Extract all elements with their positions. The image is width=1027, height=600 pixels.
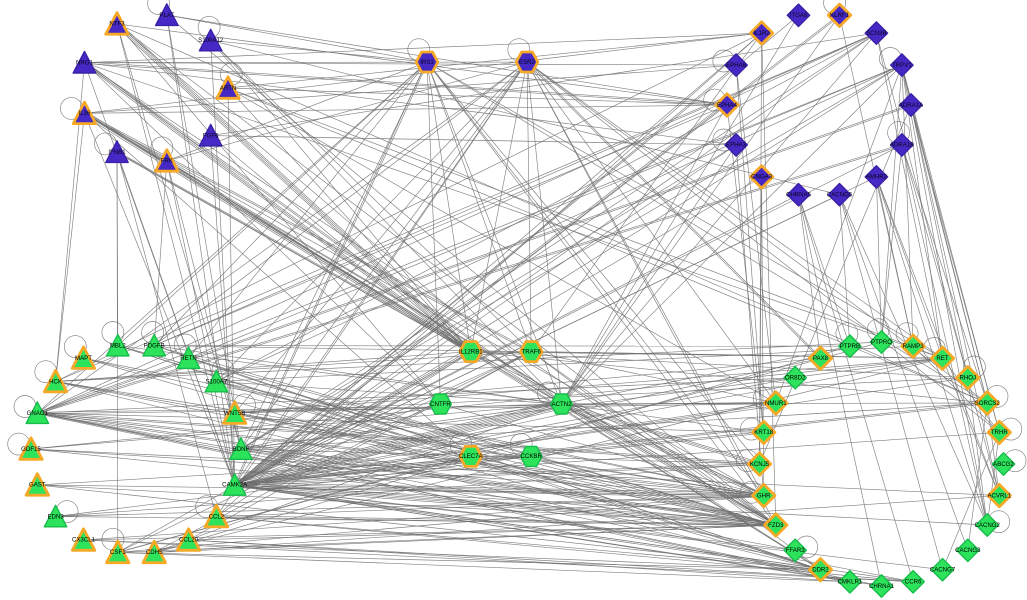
svg-text:CNTFR: CNTFR (430, 401, 451, 408)
svg-text:ADRA1A: ADRA1A (899, 102, 924, 109)
svg-text:IL12RB1: IL12RB1 (459, 348, 483, 355)
svg-text:TRHR: TRHR (991, 429, 1009, 436)
svg-text:MBL2: MBL2 (110, 342, 127, 349)
svg-text:NRG1: NRG1 (76, 60, 94, 67)
svg-text:EDN3: EDN3 (47, 513, 64, 520)
svg-text:ABCG2: ABCG2 (993, 461, 1014, 468)
svg-text:FFAR3: FFAR3 (786, 547, 806, 554)
svg-text:PTPRB: PTPRB (840, 343, 860, 350)
svg-text:IL1R2: IL1R2 (753, 30, 770, 37)
svg-text:ADRA1B: ADRA1B (890, 142, 914, 149)
svg-text:FRK: FRK (161, 158, 173, 165)
svg-text:TRAF6: TRAF6 (522, 348, 542, 355)
svg-text:KRT18: KRT18 (754, 429, 773, 436)
svg-text:PLAT: PLAT (159, 12, 174, 19)
svg-text:MAPT: MAPT (75, 355, 92, 362)
svg-text:EPHA6: EPHA6 (726, 62, 747, 69)
svg-text:CCR6: CCR6 (905, 579, 922, 586)
svg-text:IFNB1: IFNB1 (108, 149, 126, 156)
svg-text:ESR2: ESR2 (519, 59, 536, 66)
svg-text:HCK: HCK (49, 378, 62, 385)
svg-text:ACTN2: ACTN2 (552, 401, 573, 408)
svg-text:CHRNA5: CHRNA5 (786, 192, 812, 199)
svg-text:ACVRL1: ACVRL1 (987, 492, 1011, 499)
svg-text:DDR2: DDR2 (812, 567, 829, 574)
svg-text:OR8D2: OR8D2 (785, 375, 806, 382)
svg-text:KCNJ5: KCNJ5 (750, 461, 770, 468)
svg-text:WNT5B: WNT5B (224, 410, 245, 417)
svg-text:GNAO1: GNAO1 (27, 410, 49, 417)
svg-text:S100A7: S100A7 (206, 378, 228, 385)
svg-text:EPHA4: EPHA4 (717, 102, 738, 109)
svg-text:CLEC7A: CLEC7A (459, 453, 484, 460)
svg-text:GAST: GAST (29, 482, 46, 489)
svg-text:ARTN: ARTN (220, 85, 236, 92)
svg-text:IRS1: IRS1 (420, 59, 434, 66)
svg-text:NTF3: NTF3 (109, 21, 125, 28)
svg-text:S100A12: S100A12 (198, 37, 224, 44)
svg-text:CX3CL1: CX3CL1 (72, 537, 96, 544)
svg-text:CAMK2A: CAMK2A (222, 482, 248, 489)
svg-text:CACNG5: CACNG5 (827, 192, 853, 199)
svg-text:CACNG3: CACNG3 (955, 547, 981, 554)
svg-text:CCKBR: CCKBR (521, 453, 543, 460)
svg-text:PTPRO: PTPRO (871, 339, 892, 346)
svg-text:SCN3B: SCN3B (866, 30, 886, 37)
svg-text:CACNG2: CACNG2 (974, 522, 1000, 529)
svg-text:RHOJ: RHOJ (960, 375, 977, 382)
svg-text:EPHA3: EPHA3 (726, 142, 747, 149)
svg-text:AMHR2: AMHR2 (866, 174, 888, 181)
svg-text:RETN: RETN (180, 355, 197, 362)
svg-text:CHRNA1: CHRNA1 (869, 583, 895, 590)
svg-text:CDH5: CDH5 (146, 549, 163, 556)
svg-text:RET: RET (936, 355, 948, 362)
svg-text:BDNF: BDNF (233, 446, 250, 453)
svg-text:CSF1: CSF1 (110, 549, 126, 556)
svg-text:GDF15: GDF15 (21, 446, 41, 453)
svg-text:ITGA8: ITGA8 (790, 12, 808, 19)
svg-text:SORCS2: SORCS2 (975, 400, 1001, 407)
svg-text:CNGA3: CNGA3 (751, 174, 773, 181)
svg-text:NMUR1: NMUR1 (765, 400, 787, 407)
svg-text:FGF6: FGF6 (203, 132, 219, 139)
svg-text:PDGFB: PDGFB (144, 342, 165, 349)
svg-text:GHR: GHR (757, 492, 771, 499)
svg-text:FZD3: FZD3 (768, 522, 784, 529)
svg-text:PAX8: PAX8 (813, 355, 829, 362)
svg-text:RAMP3: RAMP3 (903, 343, 925, 350)
svg-text:CCL20: CCL20 (179, 537, 199, 544)
svg-text:CCL2: CCL2 (209, 513, 225, 520)
svg-text:TRPV1: TRPV1 (892, 62, 912, 69)
svg-text:KLRF1: KLRF1 (830, 12, 850, 19)
svg-text:CACNG7: CACNG7 (930, 567, 956, 574)
svg-text:IL36: IL36 (79, 110, 91, 117)
svg-text:CMKLR1: CMKLR1 (838, 579, 863, 586)
